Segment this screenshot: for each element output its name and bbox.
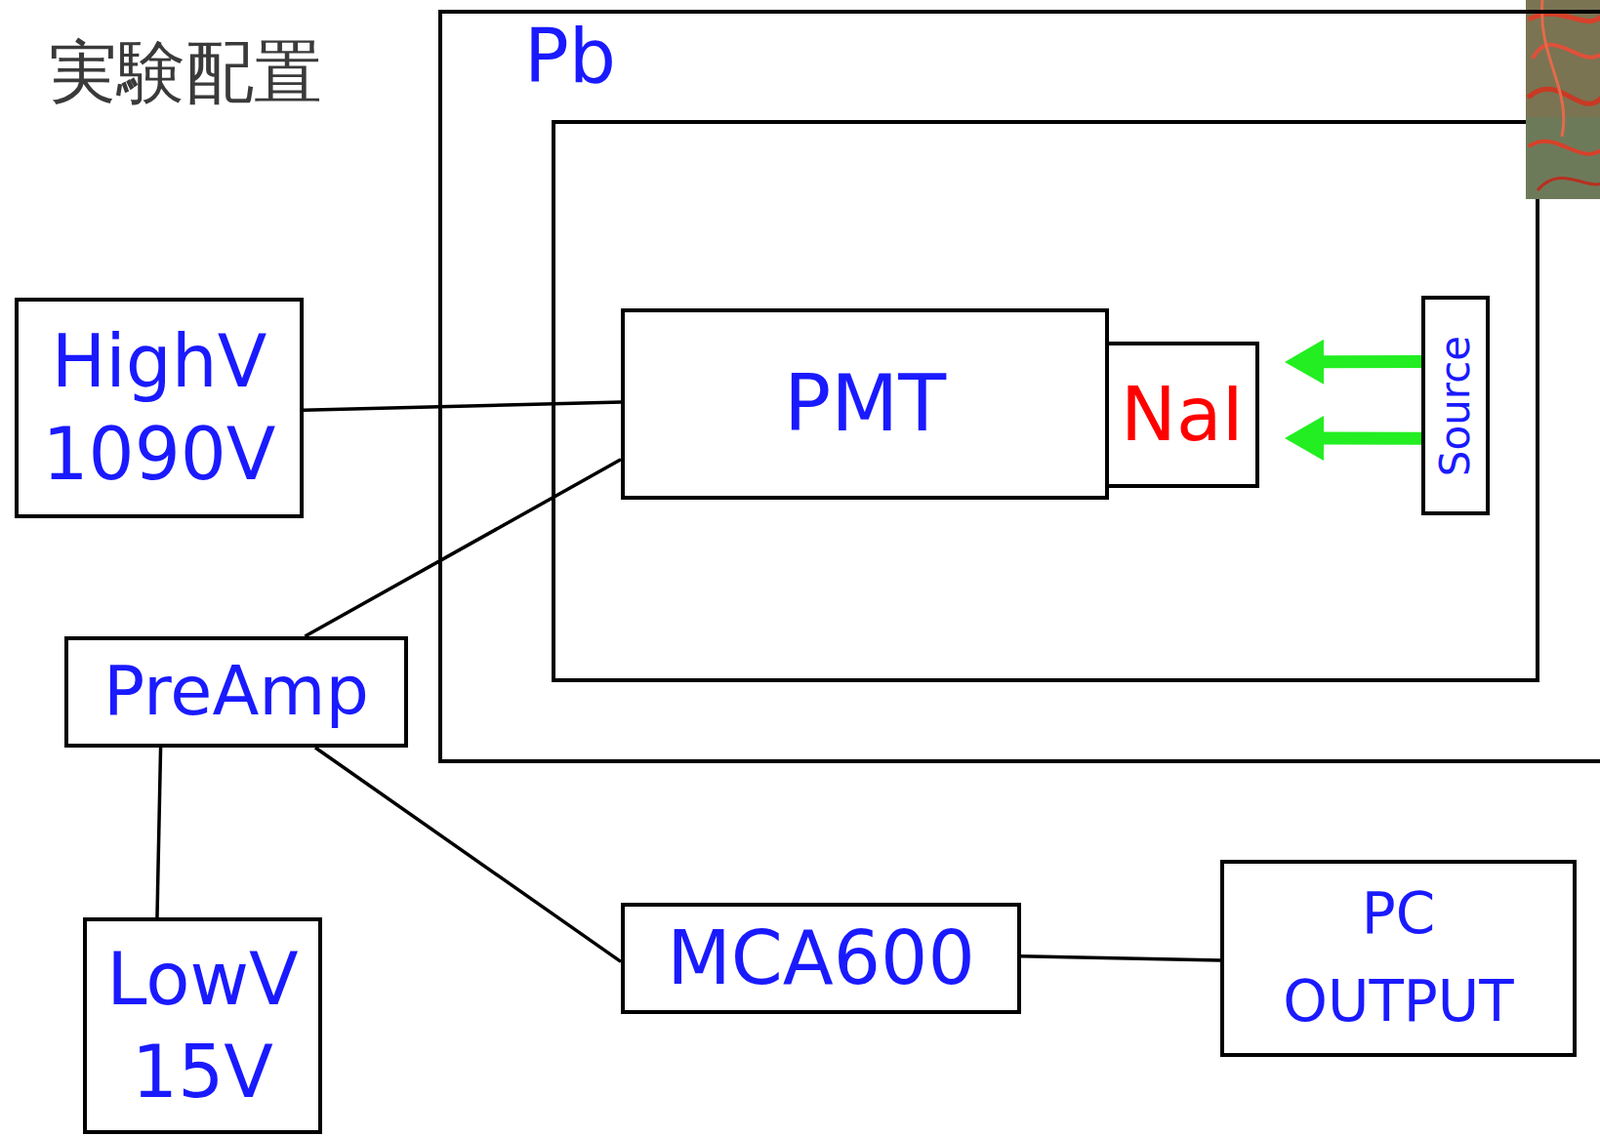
node-label: PC <box>1361 870 1436 959</box>
high-voltage-box: HighV1090V <box>14 297 304 519</box>
cable-line <box>304 459 621 637</box>
node-label: HighV <box>51 315 268 409</box>
node-label: NaI <box>1120 367 1244 462</box>
inner-shield-box <box>553 122 1538 681</box>
gamma-arrow <box>1323 432 1422 446</box>
diagram-title: 実験配置 <box>48 27 323 120</box>
arrow-head <box>1284 415 1324 461</box>
low-voltage-box: LowV15V <box>82 917 323 1135</box>
cable-line <box>315 747 621 962</box>
node-label: MCA600 <box>666 910 976 1006</box>
nai-crystal-box: NaI <box>1105 341 1260 489</box>
node-label: PreAmp <box>103 648 370 737</box>
node-label: 15V <box>131 1025 274 1119</box>
node-label: LowV <box>106 933 298 1026</box>
node-label: PMT <box>783 354 946 454</box>
lead-shield-box: PbPMT NaI Source <box>438 9 1600 764</box>
cable-line <box>157 747 162 918</box>
source-box: Source <box>1421 295 1490 516</box>
arrow-head <box>1284 339 1324 385</box>
pc-output-box: PCOUTPUT <box>1220 860 1577 1058</box>
mca-box: MCA600 <box>620 902 1022 1015</box>
node-label: OUTPUT <box>1282 958 1514 1047</box>
preamp-box: PreAmp <box>64 636 409 748</box>
node-label: 1090V <box>42 408 277 501</box>
node-label: Pb <box>524 13 616 99</box>
cable-photo <box>1525 0 1600 200</box>
gamma-arrow <box>1323 355 1422 369</box>
pmt-box: PMT <box>620 308 1109 500</box>
node-label: Source <box>1435 334 1477 476</box>
cable-line <box>1021 956 1221 961</box>
cable-line <box>303 402 621 411</box>
